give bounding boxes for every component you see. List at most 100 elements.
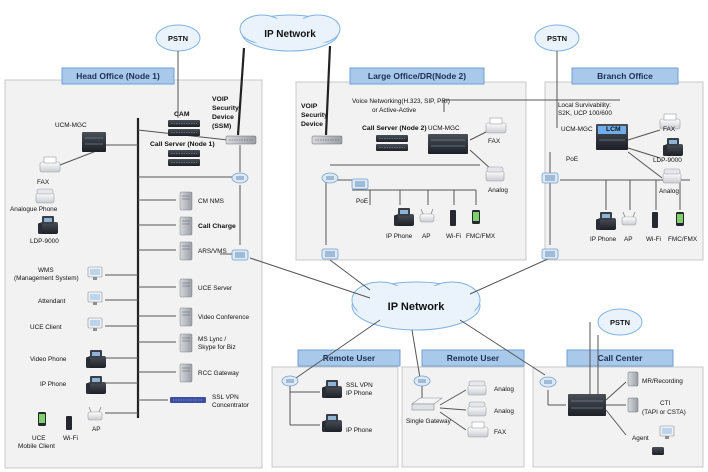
large-office-title: Large Office/DR(Node 2) [368, 71, 466, 81]
local-survivability-label-2: S2K, UCP 100/600 [558, 110, 612, 117]
voice-networking-label-1: Voice Networking(H.323, SIP, PRI) [352, 98, 450, 105]
ars-vms-label: ARS/VMS [198, 248, 227, 255]
head-office-header [61, 67, 175, 85]
ru2-analog-1-icon [467, 380, 487, 396]
uce-mobile-label-2: Mobile Client [18, 443, 55, 450]
ru2-analog-1-label: Analog [494, 386, 514, 393]
cti-label-2: (TAPI or CSTA) [642, 409, 686, 416]
ho-voip-line-1: VOIP [212, 96, 229, 103]
lo-fmc-icon [472, 210, 480, 224]
lo-router-icon [321, 172, 339, 184]
local-survivability-label-1: Local Survivability: [558, 102, 611, 109]
video-phone-label: Video Phone [30, 356, 67, 363]
lo-ip-phone-label: IP Phone [386, 233, 413, 240]
lo-analog-icon [485, 166, 505, 182]
ms-lync-icon [179, 333, 193, 353]
bo-analog-label: Analog [659, 188, 679, 195]
lo-ap-label: AP [422, 233, 431, 240]
ssl-vpn-concentrator-icon [170, 397, 206, 403]
lo-fax-label: FAX [488, 138, 501, 145]
ho-analogue-phone-icon [35, 188, 55, 204]
ip-network-center-cloud: IP Network [351, 281, 481, 331]
lo-call-server-device-2 [375, 143, 409, 152]
large-office-header [349, 67, 485, 85]
cm-nms-icon [179, 191, 193, 211]
call-center-title: Call Center [598, 353, 644, 363]
branch-office-title: Branch Office [597, 71, 653, 81]
single-gateway-icon [411, 397, 443, 411]
ho-router-icon [231, 172, 249, 184]
bo-poe-label: PoE [566, 156, 578, 163]
ru2-router-icon [413, 375, 431, 387]
uce-server-icon [179, 278, 193, 298]
call-center-header [566, 349, 674, 367]
lo-analog-label: Analog [488, 187, 508, 194]
lo-voip-line-2: Security [301, 112, 328, 119]
video-conference-label: Video Conference [198, 314, 249, 321]
cm-nms-label: CM NMS [198, 198, 224, 205]
agent-label: Agent [632, 435, 649, 442]
lo-voip-security-device [311, 135, 343, 145]
ru1-ssl-vpn-label-2: IP Phone [346, 390, 373, 397]
head-office-title: Head Office (Node 1) [76, 71, 160, 81]
ip-network-top-label: IP Network [264, 29, 316, 40]
ms-lync-label-1: MS Lync / [198, 336, 226, 343]
cti-icon [627, 397, 639, 413]
ars-vms-icon [179, 241, 193, 261]
ms-lync-label-2: Skype for Biz [198, 344, 236, 351]
ho-voip-security-device [225, 135, 257, 145]
ho-ldp-9000-label: LDP-9000 [30, 238, 59, 245]
ru2-fax-label: FAX [494, 429, 507, 436]
ip-network-top-cloud: IP Network [239, 14, 341, 52]
ho-voip-line-3: Device [212, 114, 234, 121]
ho-ap-label: AP [92, 426, 101, 433]
lo-wifi-icon [450, 210, 456, 226]
lo-call-server-device [375, 134, 409, 143]
mr-recording-icon [627, 371, 639, 387]
ho-analogue-phone-label: Analogue Phone [10, 206, 58, 213]
bo-wifi-label: Wi-Fi [646, 236, 661, 243]
ip-network-center-label: IP Network [388, 301, 446, 313]
single-gateway-label: Single Gateway [406, 418, 452, 425]
ho-cam-device [167, 119, 201, 128]
call-charge-label: Call Charge [198, 223, 236, 230]
call-center-panel [532, 366, 704, 468]
ho-call-server-device-2 [167, 158, 201, 167]
head-office-panel [4, 79, 263, 469]
bo-fmc-label: FMC/FMX [668, 236, 698, 243]
ru1-ssl-vpn-label-1: SSL VPN [346, 382, 373, 389]
lo-call-server-label: Call Server (Node 2) [362, 125, 427, 132]
lo-poe-label: PoE [356, 198, 368, 205]
remote-user-1-title: Remote User [323, 353, 376, 363]
bo-fmc-icon [676, 212, 684, 226]
ho-cam-device-2 [167, 128, 201, 137]
bo-ldp-9000-label: LDP-9000 [653, 157, 682, 164]
rcc-gateway-icon [179, 363, 193, 383]
ho-voip-line-2: Security [212, 105, 239, 112]
ho-ucm-mgc-label: UCM-MGC [55, 122, 87, 129]
agent-phone-icon [652, 447, 664, 455]
pstn-left-label: PSTN [168, 34, 188, 43]
lo-fmc-label: FMC/FMX [466, 233, 496, 240]
lo-voip-line-1: VOIP [301, 103, 318, 110]
bo-switch-icon [541, 248, 559, 260]
uce-server-label: UCE Server [198, 285, 233, 292]
ru1-router-icon [281, 375, 299, 387]
bo-fax-label: FAX [663, 126, 676, 133]
ho-switch-icon [231, 249, 249, 261]
lo-wifi-label: Wi-Fi [446, 233, 461, 240]
remote-user-2-title: Remote User [447, 353, 500, 363]
lo-voip-line-3: Device [301, 121, 323, 128]
uce-client-label: UCE Client [30, 324, 62, 331]
remote-user-1-header [297, 349, 401, 367]
bo-wifi-icon [652, 212, 658, 228]
bo-analog-icon [662, 168, 682, 184]
wms-label-1: WMS [38, 267, 54, 274]
uce-mobile-icon [38, 412, 46, 426]
uce-mobile-label-1: UCE [32, 435, 46, 442]
cc-router-icon [539, 376, 557, 388]
call-charge-icon [179, 216, 193, 236]
ru2-analog-2-label: Analog [494, 408, 514, 415]
